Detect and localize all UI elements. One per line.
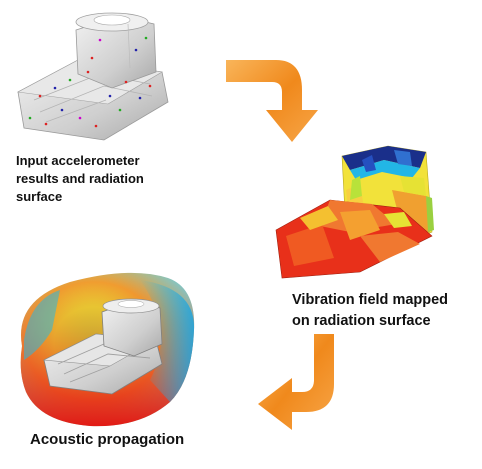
flow-arrow-2 — [258, 334, 334, 430]
acoustic-propagation-label: Acoustic propagation — [30, 431, 185, 448]
vibration-label-line-1: Vibration field mapped — [292, 292, 449, 308]
input-mesh-model — [17, 12, 169, 141]
flow-arrow-1 — [226, 60, 318, 142]
input-label-line-3: surface — [16, 189, 63, 204]
input-label-line-2: results and radiation — [16, 171, 144, 186]
vibration-label-line-2: on radiation surface — [292, 313, 431, 329]
input-accelerometer-label: Input accelerometer results and radiatio… — [16, 152, 191, 206]
vibration-field-model — [275, 145, 434, 279]
acoustic-propagation-field — [20, 272, 195, 427]
vibration-field-label: Vibration field mapped on radiation surf… — [292, 290, 477, 332]
input-label-line-1: Input accelerometer — [16, 153, 140, 168]
accelerometer-points — [28, 36, 152, 128]
